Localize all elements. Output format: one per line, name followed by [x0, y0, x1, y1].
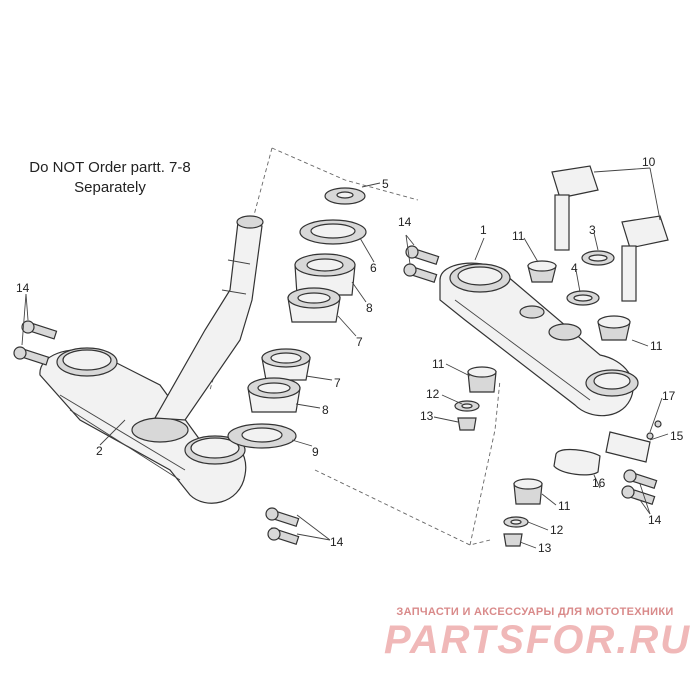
watermark-subtitle: ЗАПЧАСТИ И АКСЕССУАРЫ ДЛЯ МОТОТЕХНИКИ	[396, 606, 674, 618]
callout-12-mid: 12	[426, 387, 440, 401]
callout-13-mid: 13	[420, 409, 434, 423]
part-17-screw	[646, 432, 654, 440]
lower-triple-clamp	[39, 347, 247, 504]
callout-8-upper: 8	[366, 301, 373, 315]
part-15-plate	[605, 431, 651, 463]
bolts-right	[403, 245, 658, 506]
callout-14-left: 14	[16, 281, 30, 295]
callout-11-mid: 11	[432, 357, 445, 371]
watermark-logo: PARTSFOR.RU	[384, 618, 692, 662]
callout-1: 1	[480, 223, 487, 237]
bracket-parts	[553, 420, 662, 476]
callout-14-right-top: 14	[398, 215, 412, 229]
callout-3: 3	[589, 223, 596, 237]
bolts-bottom	[265, 507, 300, 546]
bearing-stack	[227, 187, 367, 449]
callout-11-bottom: 11	[558, 499, 571, 513]
callout-10: 10	[642, 155, 656, 169]
callout-7-lower: 7	[334, 376, 341, 390]
order-note: Do NOT Order partt. 7-8 Separately	[10, 158, 210, 198]
handlebar-risers	[551, 165, 669, 302]
order-note-line-2: Separately	[74, 179, 146, 196]
callout-11-right: 11	[650, 339, 663, 353]
leader-lines	[21, 167, 669, 549]
callout-14-right-bottom: 14	[648, 513, 662, 527]
callout-4: 4	[571, 261, 578, 275]
callout-17: 17	[662, 389, 676, 403]
upper-triple-clamp	[439, 262, 639, 417]
callout-5: 5	[382, 177, 389, 191]
callout-14-bottom: 14	[330, 535, 344, 549]
callout-7-upper: 7	[356, 335, 363, 349]
bolts-left	[13, 320, 58, 366]
callout-13-bottom: 13	[538, 541, 552, 555]
callout-2: 2	[96, 444, 103, 458]
steering-stem	[154, 215, 264, 421]
order-note-line-1: Do NOT Order partt. 7-8	[29, 159, 191, 176]
callout-6: 6	[370, 261, 377, 275]
callout-labels: 5 6 8 7 7 8 9 14 2 14 14 1 10 11 3 4 11 …	[16, 155, 684, 555]
part-16-clamp	[553, 448, 601, 476]
assembly-guide-lines	[209, 147, 501, 546]
callout-15: 15	[670, 429, 684, 443]
callout-16: 16	[592, 476, 606, 490]
callout-9: 9	[312, 445, 319, 459]
callout-8-lower: 8	[322, 403, 329, 417]
callout-12-bottom: 12	[550, 523, 564, 537]
callout-11-top: 11	[512, 229, 525, 243]
